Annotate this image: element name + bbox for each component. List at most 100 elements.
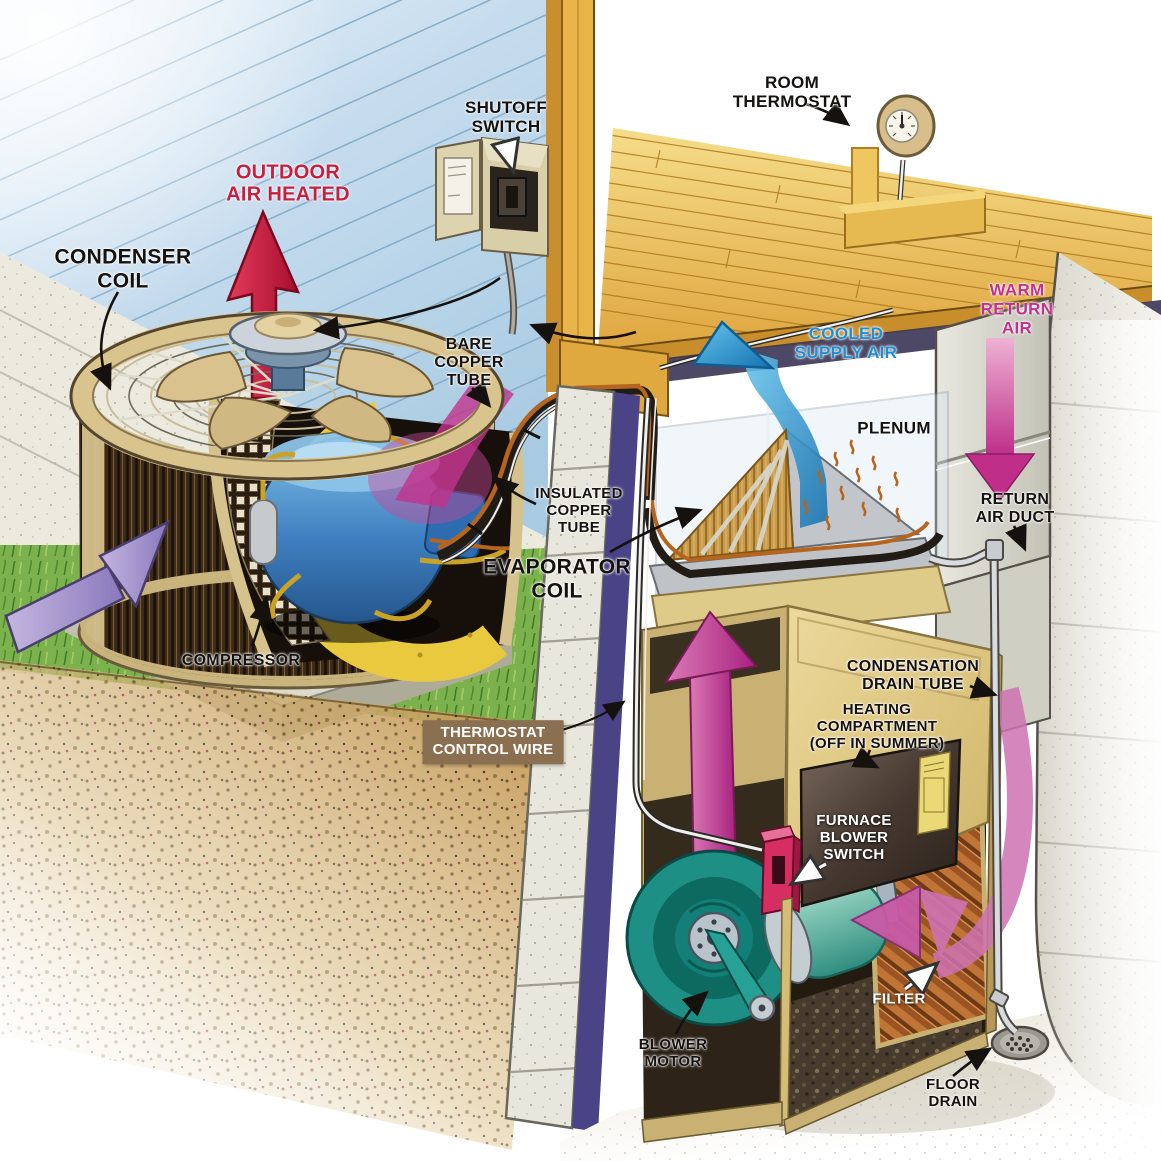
label-line: EVAPORATOR <box>483 555 631 579</box>
label-floor-drain: FLOOR DRAIN <box>926 1076 980 1111</box>
label-line: WARM <box>989 280 1045 300</box>
label-line: COIL <box>531 579 583 602</box>
label-line: THERMOSTAT <box>440 724 546 742</box>
heating-compartment-leader <box>851 746 880 769</box>
supply-air-band <box>744 350 828 528</box>
label-line: MOTOR <box>644 1053 702 1070</box>
label-line: TUBE <box>557 518 601 536</box>
label-shutoff-switch: SHUTOFF SWITCH <box>465 98 547 136</box>
label-filter: FILTER <box>872 991 925 1009</box>
label-return-air-duct: RETURN AIR DUCT <box>976 491 1055 527</box>
floor-drain-leader <box>952 1047 993 1077</box>
cooled-supply-air-arrow <box>691 320 776 370</box>
label-line: COIL <box>97 269 149 292</box>
thermostat-wire-under-floor <box>659 307 894 371</box>
label-furnace-blower-switch: FURNACE BLOWER SWITCH <box>816 811 892 863</box>
label-compressor: COMPRESSOR <box>182 652 301 670</box>
label-outdoor-air-heated: OUTDOOR AIR HEATED <box>226 162 350 207</box>
label-line: HEATING <box>842 700 912 718</box>
label-room-thermostat: ROOM THERMOSTAT <box>733 73 852 111</box>
label-heating-compartment: HEATING COMPARTMENT (OFF IN SUMMER) <box>809 700 945 752</box>
bare-copper-tube-leader <box>465 380 492 409</box>
label-thermostat-control-wire: THERMOSTAT CONTROL WIRE <box>422 720 564 764</box>
label-line: FLOOR <box>926 1076 980 1094</box>
label-line: DRAIN <box>928 1093 978 1110</box>
label-line: THERMOSTAT <box>732 92 852 111</box>
label-line: RETURN <box>980 299 1054 319</box>
label-line: COMPRESSOR <box>181 652 301 670</box>
label-line: COMPARTMENT <box>816 717 938 735</box>
blower-motor-leader <box>674 990 709 1035</box>
label-line: SUPPLY AIR <box>794 343 898 362</box>
label-evaporator-coil: EVAPORATOR COIL <box>483 555 631 602</box>
label-line: COPPER <box>434 354 504 372</box>
label-line: AIR DUCT <box>975 509 1055 526</box>
label-blower-motor: BLOWER MOTOR <box>638 1036 708 1071</box>
label-line: COPPER <box>546 501 612 519</box>
label-line: INSULATED <box>535 484 623 502</box>
label-line: DRAIN TUBE <box>862 676 964 693</box>
shutoff-switch-leader <box>505 140 512 166</box>
right-block-wall <box>1034 251 1161 1161</box>
instruction-tag <box>917 751 951 835</box>
filter-drier <box>249 499 278 565</box>
furnace-blower-switch-leader <box>796 864 826 881</box>
label-line: COOLED <box>808 323 884 343</box>
wire-to-outdoor-leader <box>529 322 637 345</box>
thermostat-control-wire <box>632 397 763 854</box>
label-line: BLOWER <box>638 1036 708 1054</box>
wall-inner-shadow <box>572 392 640 1132</box>
return-air-to-filter-arrow <box>849 686 1033 979</box>
label-line: AIR HEATED <box>226 184 350 206</box>
insulated-tube-loop <box>644 507 944 579</box>
label-line: ROOM <box>764 72 820 92</box>
power-feed-leader <box>312 276 501 340</box>
condenser-fan <box>155 312 435 451</box>
label-line: AIR <box>1001 318 1033 338</box>
label-line: TUBE <box>446 371 492 389</box>
label-line: CONTROL WIRE <box>432 741 554 758</box>
blower <box>625 849 803 1027</box>
leader-arrows <box>90 101 1027 1077</box>
floor-drain <box>990 1025 1050 1061</box>
label-condensation-drain-tube: CONDENSATION DRAIN TUBE <box>847 658 979 694</box>
label-warm-return-air: WARM RETURN AIR <box>981 280 1054 337</box>
white-leader-arrows <box>505 140 933 989</box>
label-line: SWITCH <box>471 117 541 136</box>
label-plenum: PLENUM <box>857 418 931 437</box>
compressor-leader <box>249 594 273 647</box>
room-thermostat <box>838 94 986 250</box>
condensation-drain-tube <box>928 539 1020 1036</box>
evaporator-coil-leader <box>609 506 703 554</box>
label-line: SWITCH <box>823 845 885 863</box>
room-thermostat-leader <box>805 101 851 127</box>
condensation-leader <box>969 676 998 699</box>
furnace-blower-switch <box>758 825 802 916</box>
soil-cross-section <box>0 660 546 1150</box>
label-line: BARE <box>445 336 493 354</box>
label-cooled-supply-air: COOLED SUPPLY AIR <box>795 324 898 362</box>
label-line: PLENUM <box>857 418 931 438</box>
label-line: OUTDOOR <box>235 161 341 184</box>
condenser-coil-leader <box>90 291 120 391</box>
label-bare-copper-tube: BARE COPPER TUBE <box>434 336 503 390</box>
bare-copper-tube <box>437 383 641 551</box>
label-line: FURNACE <box>816 811 892 829</box>
label-insulated-copper-tube: INSULATED COPPER TUBE <box>535 484 623 536</box>
insulated-copper-tube-leader <box>492 475 537 506</box>
outdoor-air-intake-arrow <box>4 519 171 654</box>
label-line: CONDENSATION <box>846 658 980 676</box>
control-wire-leader <box>561 700 626 732</box>
label-line: CONDENSER <box>54 245 192 269</box>
filter-leader <box>905 967 933 989</box>
refrigerant-lines <box>436 383 641 564</box>
warm-return-air-arrow <box>964 338 1036 502</box>
return-air-duct-leader <box>1005 523 1027 552</box>
coil-u-bends <box>803 439 901 531</box>
label-condenser-coil: CONDENSER COIL <box>55 245 192 292</box>
furnace <box>625 564 1003 1143</box>
label-line: (OFF IN SUMMER) <box>809 734 945 752</box>
label-line: SHUTOFF <box>464 97 548 117</box>
